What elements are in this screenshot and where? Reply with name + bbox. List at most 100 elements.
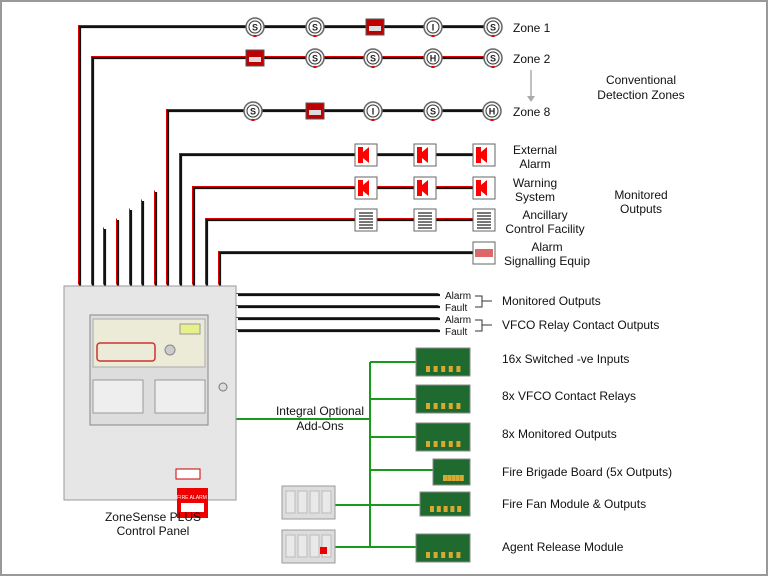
horn-icon [354,176,378,200]
fault-line-label: Fault [445,303,467,314]
wire [166,109,492,286]
wire [78,25,492,285]
isolator-icon: I [423,17,443,37]
wire [205,218,483,285]
svg-text:I: I [372,107,375,117]
addon-board [432,458,471,486]
svg-text:S: S [490,23,496,33]
addons-label-2: Add-Ons [296,419,343,433]
svg-text:S: S [252,23,258,33]
addon-label: 8x Monitored Outputs [502,427,617,441]
control-panel[interactable]: FIRE ALARM [63,285,237,518]
bracket [475,295,492,308]
smoke-detector-icon: S [243,101,263,121]
control-buttons [96,342,156,362]
addons-label-1: Integral Optional [276,404,364,418]
wiring [78,25,493,548]
relay-icon [354,208,378,232]
brand-logo [175,468,201,480]
wire [205,218,484,286]
svg-text:S: S [490,54,496,64]
panel-caption-1: ZoneSense PLUS [105,510,201,524]
heat-detector-icon: H [423,48,443,68]
wire [179,153,484,286]
addon-board [415,533,471,563]
zone-8-label: Zone 8 [513,105,551,119]
output-label: Warning [513,176,557,190]
fire-alarm-logo-text: FIRE ALARM [177,495,207,501]
smoke-detector-icon: S [363,48,383,68]
output-label: Ancillary [522,208,567,222]
addon-board [415,384,471,414]
key-lock-icon [218,382,228,392]
fault-line-label: Fault [445,327,467,338]
isolator-icon: I [363,101,383,121]
output-label: System [515,190,555,204]
remote-indicator-panel [281,485,336,520]
release-button [320,547,327,554]
manual-call-point-icon [245,49,265,67]
devices: S S I S S S H S S I S H [243,17,503,564]
horn-icon [472,143,496,167]
manual-call-point-icon [365,18,385,36]
addon-label: 8x VFCO Contact Relays [502,389,636,403]
addon-label: Agent Release Module [502,540,624,554]
smoke-detector-icon: S [305,17,325,37]
svg-text:I: I [432,23,435,33]
zone-2-label: Zone 2 [513,52,551,66]
smoke-detector-icon: S [245,17,265,37]
horn-icon [413,176,437,200]
heat-detector-icon: H [482,101,502,121]
horn-icon [413,143,437,167]
output-label: Alarm [531,240,562,254]
zones-group-label-2: Detection Zones [597,88,684,102]
addon-label: 16x Switched -ve Inputs [502,352,629,366]
manual-call-point-icon [305,102,325,120]
lcd-display [179,323,201,335]
svg-text:S: S [430,107,436,117]
zones-group-label-1: Conventional [606,73,676,87]
svg-text:S: S [312,23,318,33]
output-label: Signalling Equip [504,254,590,268]
output-label: Alarm [519,157,550,171]
alarm-line-label: Alarm [445,315,471,326]
outputs-group-label-2: Outputs [620,202,662,216]
wire [91,56,492,285]
smoke-detector-icon: S [423,101,443,121]
wire [78,25,493,286]
fire-truck-icon [472,241,496,265]
wire [218,251,484,286]
smoke-detector-icon: S [483,48,503,68]
output-label: Control Facility [505,222,584,236]
svg-text:S: S [370,54,376,64]
svg-text:H: H [430,54,437,64]
relay-icon [472,208,496,232]
nav-keypad [164,344,176,356]
alarm-line-label: Alarm [445,291,471,302]
addon-label: Fire Fan Module & Outputs [502,497,646,511]
svg-text:S: S [250,107,256,117]
relay-icon [413,208,437,232]
remote-agent-panel [281,529,336,564]
addon-label: Fire Brigade Board (5x Outputs) [502,465,672,479]
wire [218,251,483,285]
wire [91,56,493,286]
monitored-outputs-label: Monitored Outputs [502,294,601,308]
output-label: External [513,143,557,157]
addon-board [415,347,471,377]
horn-icon [472,176,496,200]
wire [192,186,483,285]
smoke-detector-icon: S [305,48,325,68]
zone-1-label: Zone 1 [513,21,551,35]
panel-caption-2: Control Panel [117,524,190,538]
addon-board [415,422,471,452]
svg-text:S: S [312,54,318,64]
svg-text:H: H [489,107,496,117]
wire [179,153,483,285]
addon-board [419,491,471,517]
wire [192,186,484,286]
smoke-detector-icon: S [483,17,503,37]
bracket [475,319,492,332]
